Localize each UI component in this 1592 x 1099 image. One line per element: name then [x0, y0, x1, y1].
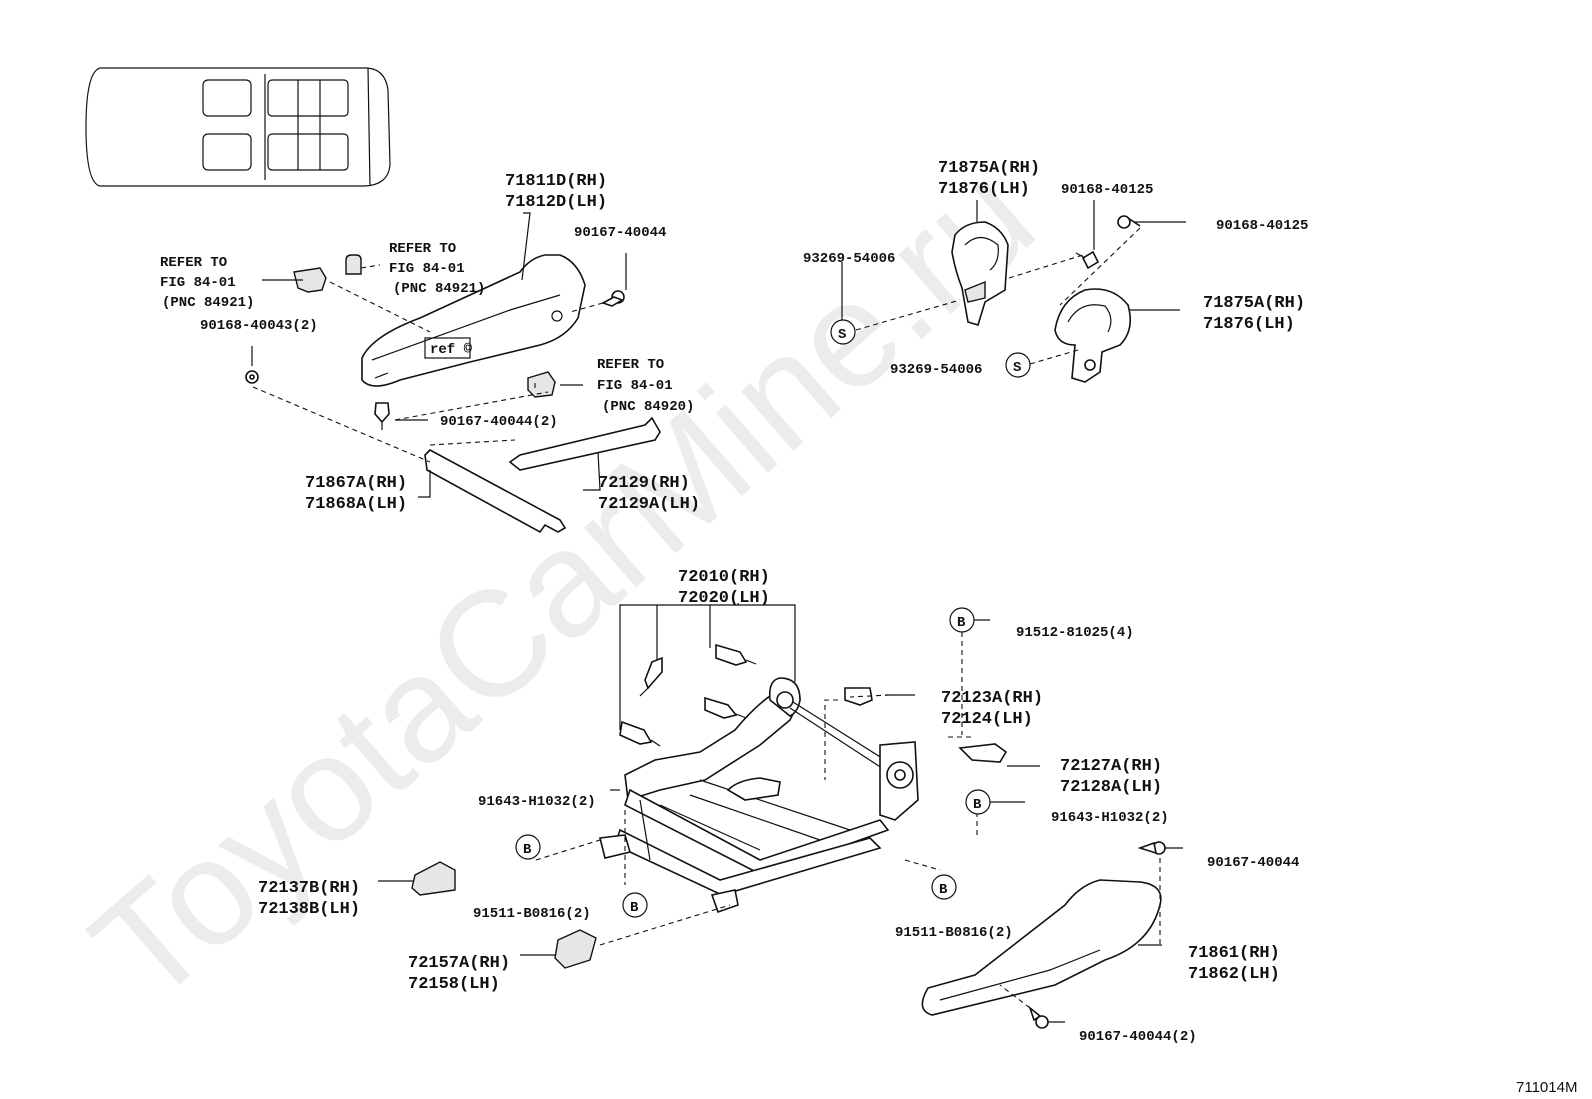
bolt-72010-d-icon	[619, 720, 661, 747]
seat-adjuster-frame	[599, 677, 1008, 914]
svg-text:72020(LH): 72020(LH)	[678, 589, 770, 608]
marker-b-4: B	[622, 892, 648, 918]
svg-text:72157A(RH): 72157A(RH)	[408, 954, 510, 973]
label-72123a: 72123A(RH) 72124(LH)	[941, 689, 1043, 729]
label-93269-54006-b: 93269-54006	[890, 362, 982, 378]
svg-text:72137B(RH): 72137B(RH)	[258, 879, 360, 898]
svg-text:71868A(LH): 71868A(LH)	[305, 495, 407, 514]
label-93269-54006-a: 93269-54006	[803, 251, 895, 267]
svg-text:72138B(LH): 72138B(LH)	[258, 900, 360, 919]
label-refer-84921-left: REFER TO FIG 84-01 (PNC 84921)	[160, 255, 254, 311]
label-90167-40044-2-upper: 90167-40044(2)	[440, 414, 558, 430]
svg-text:REFER TO: REFER TO	[160, 255, 227, 271]
cover-72137b	[411, 861, 456, 896]
clip-84921-b	[345, 254, 362, 275]
hinge-cover-lower	[1054, 288, 1131, 383]
figure-code: 711014M	[1516, 1079, 1577, 1096]
screw-90167-40044-right-icon	[1137, 841, 1166, 855]
svg-text:REFER TO: REFER TO	[597, 357, 664, 373]
label-refer-84920: REFER TO FIG 84-01 (PNC 84920)	[597, 357, 694, 415]
marker-b-1: B	[949, 607, 975, 633]
svg-text:S: S	[838, 327, 846, 343]
svg-text:71811D(RH): 71811D(RH)	[505, 172, 607, 191]
label-90167-40044-2-lower: 90167-40044(2)	[1079, 1029, 1197, 1045]
label-72127a: 72127A(RH) 72128A(LH)	[1060, 757, 1162, 797]
svg-text:B: B	[523, 842, 532, 858]
label-91643-h1032-left: 91643-H1032(2)	[478, 794, 596, 810]
screw-90167-40044-lower-icon	[1028, 1005, 1049, 1029]
svg-text:71875A(RH): 71875A(RH)	[938, 159, 1040, 178]
svg-text:S: S	[1013, 360, 1021, 376]
label-90168-40043: 90168-40043(2)	[200, 318, 318, 334]
label-91643-h1032-right: 91643-H1032(2)	[1051, 810, 1169, 826]
label-90168-40125-a: 90168-40125	[1061, 182, 1153, 198]
part-marking-text: ref ©	[430, 342, 473, 358]
marker-s-2: S	[1005, 352, 1031, 378]
svg-text:71876(LH): 71876(LH)	[1203, 315, 1295, 334]
bracket-71867a	[424, 449, 567, 534]
label-71811d: 71811D(RH) 71812D(LH)	[505, 172, 607, 212]
svg-text:71862(LH): 71862(LH)	[1188, 965, 1280, 984]
bracket-72129	[508, 416, 661, 471]
svg-text:(PNC 84921): (PNC 84921)	[393, 281, 485, 297]
screw-90167-40044-2-icon	[374, 402, 390, 430]
svg-text:71876(LH): 71876(LH)	[938, 180, 1030, 199]
seat-side-shield-71811d: ref ©	[361, 254, 586, 387]
svg-text:B: B	[630, 900, 639, 916]
svg-text:72010(RH): 72010(RH)	[678, 568, 770, 587]
screw-90168-40043-icon	[245, 370, 259, 384]
svg-text:72123A(RH): 72123A(RH)	[941, 689, 1043, 708]
label-90168-40125-b: 90168-40125	[1216, 218, 1308, 234]
svg-text:72129(RH): 72129(RH)	[598, 474, 690, 493]
screw-90167-40044-upper-icon	[601, 290, 625, 307]
svg-text:71867A(RH): 71867A(RH)	[305, 474, 407, 493]
label-72010: 72010(RH) 72020(LH)	[678, 568, 770, 608]
svg-text:FIG 84-01: FIG 84-01	[597, 378, 673, 394]
svg-text:72158(LH): 72158(LH)	[408, 975, 500, 994]
svg-text:72128A(LH): 72128A(LH)	[1060, 778, 1162, 797]
svg-text:FIG 84-01: FIG 84-01	[160, 275, 236, 291]
clip-84921-a	[293, 267, 327, 293]
bolt-72010-c-icon	[704, 696, 747, 719]
label-refer-84921-center: REFER TO FIG 84-01 (PNC 84921)	[389, 241, 485, 297]
label-72157a: 72157A(RH) 72158(LH)	[408, 954, 510, 994]
label-72137b: 72137B(RH) 72138B(LH)	[258, 879, 360, 919]
label-71875a-right: 71875A(RH) 71876(LH)	[1203, 294, 1305, 334]
cover-72157a	[554, 929, 597, 969]
label-91512-81025: 91512-81025(4)	[1016, 625, 1134, 641]
marker-b-2: B	[965, 789, 991, 815]
svg-text:71875A(RH): 71875A(RH)	[1203, 294, 1305, 313]
marker-b-5: B	[931, 874, 957, 900]
svg-text:71812D(LH): 71812D(LH)	[505, 193, 607, 212]
vehicle-locator-icon	[85, 67, 391, 187]
label-71875a-top: 71875A(RH) 71876(LH)	[938, 159, 1040, 199]
label-90167-40044-upper: 90167-40044	[574, 225, 666, 241]
label-91511-b0816-left: 91511-B0816(2)	[473, 906, 591, 922]
marker-b-3: B	[515, 834, 541, 860]
svg-text:72127A(RH): 72127A(RH)	[1060, 757, 1162, 776]
label-91511-b0816-right: 91511-B0816(2)	[895, 925, 1013, 941]
svg-text:REFER TO: REFER TO	[389, 241, 456, 257]
svg-text:71861(RH): 71861(RH)	[1188, 944, 1280, 963]
svg-text:B: B	[957, 615, 966, 631]
screw-90168-40125-a-icon	[1075, 250, 1100, 270]
svg-text:(PNC 84920): (PNC 84920)	[602, 399, 694, 415]
bolt-72010-b-icon	[715, 643, 757, 666]
hinge-cover-upper	[951, 221, 1009, 326]
label-90167-40044-right: 90167-40044	[1207, 855, 1299, 871]
svg-text:B: B	[939, 882, 948, 898]
svg-text:B: B	[973, 797, 982, 813]
label-72129: 72129(RH) 72129A(LH)	[598, 474, 700, 514]
svg-text:(PNC 84921): (PNC 84921)	[162, 295, 254, 311]
svg-text:72124(LH): 72124(LH)	[941, 710, 1033, 729]
label-71861: 71861(RH) 71862(LH)	[1188, 944, 1280, 984]
svg-text:72129A(LH): 72129A(LH)	[598, 495, 700, 514]
clip-84920	[527, 371, 556, 398]
seat-cushion-shield-71861	[921, 879, 1162, 1016]
marker-s-1: S	[830, 319, 856, 345]
svg-text:FIG 84-01: FIG 84-01	[389, 261, 465, 277]
bolt-72010-a-icon	[639, 656, 663, 697]
label-71867a: 71867A(RH) 71868A(LH)	[305, 474, 407, 514]
